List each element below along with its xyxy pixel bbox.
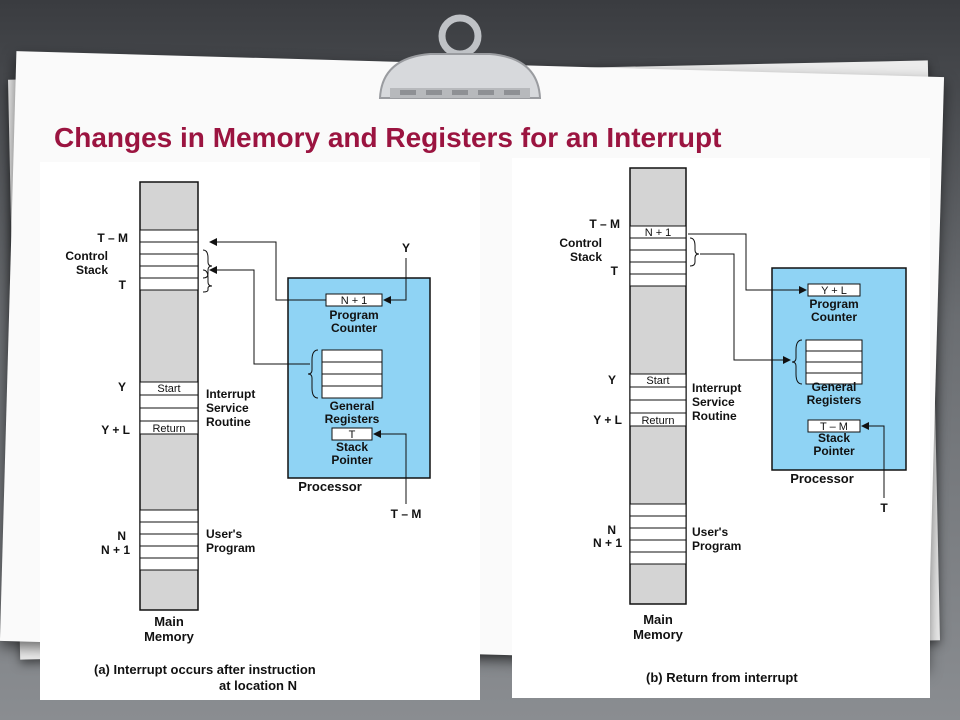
stack-pointer-label-2: Pointer [813, 444, 855, 458]
label-control: Control [65, 249, 108, 263]
general-registers-label-2: Registers [807, 393, 862, 407]
label-program: Program [206, 541, 255, 555]
brace-stack-lower [202, 269, 213, 293]
label-stack: Stack [76, 263, 108, 277]
stack-top-cell-label: N + 1 [645, 227, 672, 239]
label-n-plus-1: N + 1 [593, 536, 622, 550]
program-counter-label-1: Program [809, 297, 858, 311]
stack-pointer-value: T – M [820, 421, 848, 433]
caption-a-line-2: at location N [219, 678, 297, 693]
label-y: Y [608, 373, 616, 387]
arrow-t-into-sp [861, 422, 885, 498]
diagram-panel-b: N + 1 Start Return T – M Control Stack T… [512, 158, 930, 698]
label-control: Control [559, 236, 602, 250]
label-stack: Stack [570, 250, 602, 264]
label-memory: Memory [144, 629, 195, 644]
label-t-input: T [880, 501, 888, 515]
label-interrupt: Interrupt [206, 387, 255, 401]
label-users: User's [206, 527, 243, 541]
stack-pointer-register [807, 419, 861, 433]
label-users: User's [692, 525, 729, 539]
label-tm-input: T – M [391, 507, 422, 521]
label-y-input: Y [402, 241, 410, 255]
slide-title: Changes in Memory and Registers for an I… [54, 122, 722, 153]
arrow-tm-into-sp [373, 430, 407, 504]
brace-registers [307, 349, 319, 399]
program-counter-label-2: Counter [811, 310, 857, 324]
user-program-cells [139, 509, 199, 571]
isr-cells [629, 373, 687, 427]
arrow-pc-to-stack [209, 238, 326, 301]
label-t: T [611, 264, 619, 278]
stack-pointer-label-1: Stack [336, 440, 368, 454]
label-main: Main [643, 612, 673, 627]
general-registers [805, 339, 863, 385]
caption-b: (b) Return from interrupt [646, 670, 798, 685]
arrow-registers-to-stack [209, 266, 310, 365]
label-program: Program [692, 539, 741, 553]
isr-cells [139, 381, 199, 435]
return-cell-label: Return [641, 415, 674, 427]
label-n-plus-1: N + 1 [101, 543, 130, 557]
general-registers-label-1: General [330, 399, 375, 413]
label-routine: Routine [692, 409, 737, 423]
arrow-y-into-pc [383, 258, 407, 304]
program-counter-label-2: Counter [331, 321, 377, 335]
brace-registers [791, 339, 803, 385]
general-registers [321, 349, 383, 399]
caption-a-line-1: (a) Interrupt occurs after instruction [94, 662, 316, 677]
general-registers-label-2: Registers [325, 412, 380, 426]
label-memory: Memory [633, 627, 684, 642]
label-t-minus-m: T – M [97, 231, 128, 245]
label-routine: Routine [206, 415, 251, 429]
start-cell-label: Start [646, 375, 669, 387]
label-y: Y [118, 380, 126, 394]
general-registers-label-1: General [812, 380, 857, 394]
label-y-plus-l: Y + L [101, 423, 130, 437]
diagram-panel-a: Start Return T – M Control Stack T Y Y +… [40, 162, 480, 700]
processor-label: Processor [298, 479, 362, 494]
stack-pointer-register [331, 427, 373, 441]
binder-clip-icon [378, 14, 542, 99]
control-stack-cells [629, 225, 687, 287]
label-t-minus-m: T – M [589, 217, 620, 231]
label-n: N [607, 523, 616, 537]
processor-label: Processor [790, 471, 854, 486]
user-program-cells [629, 503, 687, 565]
program-counter-label-1: Program [329, 308, 378, 322]
return-cell-label: Return [152, 423, 185, 435]
stack-pointer-label-1: Stack [818, 431, 850, 445]
stack-pointer-value: T [349, 429, 356, 441]
arrow-stack-to-pc [688, 233, 807, 294]
program-counter-value: N + 1 [341, 295, 368, 307]
brace-stack-upper [689, 237, 700, 267]
arrow-stack-to-registers [700, 253, 791, 364]
stack-pointer-label-2: Pointer [331, 453, 373, 467]
start-cell-label: Start [157, 383, 180, 395]
program-counter-register [807, 283, 861, 297]
watermark-text: t [900, 666, 912, 704]
program-counter-value: Y + L [821, 285, 847, 297]
label-main: Main [154, 614, 184, 629]
label-service: Service [206, 401, 249, 415]
label-interrupt: Interrupt [692, 381, 741, 395]
label-y-plus-l: Y + L [593, 413, 622, 427]
label-n: N [117, 529, 126, 543]
control-stack-cells [139, 229, 199, 291]
label-service: Service [692, 395, 735, 409]
label-t: T [119, 278, 127, 292]
